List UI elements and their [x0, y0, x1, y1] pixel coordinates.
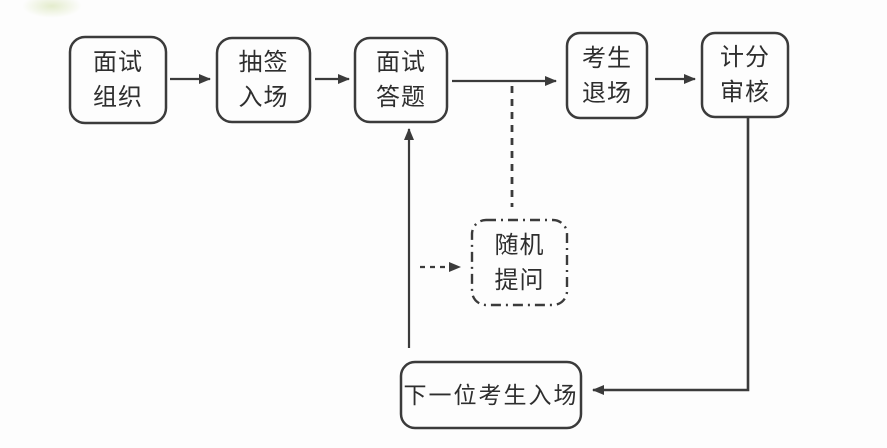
watermark-smudge — [22, 0, 82, 18]
candidate-exit-line2: 退场 — [582, 79, 632, 107]
interview-answer-label: 面试 答题 — [355, 38, 447, 122]
interview-organize-line1: 面试 — [93, 49, 143, 76]
draw-lots-line2: 入场 — [238, 84, 289, 111]
interview-organize-label: 面试 组织 — [70, 37, 166, 123]
interview-organize-box — [68, 35, 168, 125]
random-question-line2: 提问 — [494, 266, 545, 294]
interview-answer-box — [353, 36, 449, 124]
candidate-exit-label: 考生 退场 — [567, 33, 647, 118]
random-question-label: 随机 提问 — [472, 220, 567, 305]
next-candidate-entry-label: 下一位考生入场 — [401, 362, 581, 428]
interview-answer-line1: 面试 — [376, 49, 426, 76]
next-candidate-entry-box — [399, 360, 583, 430]
interview-organize-line2: 组织 — [93, 84, 143, 111]
candidate-exit-box — [565, 31, 649, 120]
scoring-review-label: 计分 审核 — [702, 33, 788, 117]
draw-lots-entry-label: 抽签 入场 — [217, 38, 310, 122]
scoring-review-line1: 计分 — [720, 44, 770, 71]
next-candidate-entry-text: 下一位考生入场 — [403, 381, 579, 408]
elbow-arrow-score-to-next — [592, 118, 750, 395]
scoring-review-line2: 审核 — [720, 79, 770, 106]
scoring-review-box — [700, 31, 790, 119]
interview-answer-line2: 答题 — [376, 84, 426, 111]
draw-lots-entry-box — [215, 36, 312, 124]
candidate-exit-line1: 考生 — [582, 44, 632, 72]
draw-lots-line1: 抽签 — [238, 49, 289, 76]
random-question-box — [470, 218, 569, 307]
random-question-line1: 随机 — [494, 231, 545, 259]
